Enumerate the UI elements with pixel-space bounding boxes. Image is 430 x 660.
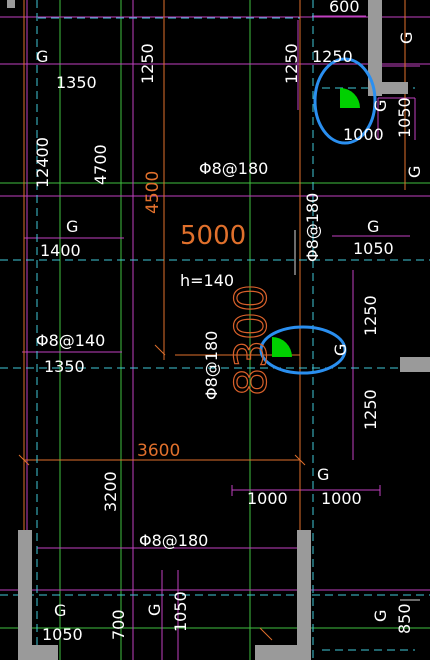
label-g: G (371, 610, 390, 622)
label-g: G (145, 604, 164, 616)
label-8300: 8300 (226, 284, 277, 396)
label-1350: 1350 (44, 357, 85, 376)
white-dimension-lines (294, 230, 420, 601)
label-1250: 1250 (361, 295, 380, 336)
label-g: G (331, 344, 350, 356)
label-g: G (397, 32, 416, 44)
label-4500: 4500 (143, 171, 163, 214)
label-3600: 3600 (137, 441, 180, 461)
label-g: G (317, 465, 329, 484)
label-1350: 1350 (56, 73, 97, 92)
label-850: 850 (395, 603, 414, 634)
label-rebar: Φ8@140 (36, 331, 105, 350)
label-1250: 1250 (312, 47, 353, 66)
label-1000: 1000 (247, 489, 288, 508)
label-g: G (367, 217, 379, 236)
quarter-circle-marker-icon (272, 337, 292, 357)
label-h: h=140 (180, 271, 234, 290)
label-rebar: Φ8@180 (139, 531, 208, 550)
label-1250: 1250 (361, 389, 380, 430)
label-700: 700 (109, 609, 128, 640)
label-1050: 1050 (171, 591, 190, 632)
label-600: 600 (329, 0, 360, 16)
label-5000: 5000 (180, 221, 246, 251)
label-1400: 1400 (40, 241, 81, 260)
label-g: G (371, 100, 390, 112)
label-1050: 1050 (395, 97, 414, 138)
label-1000: 1000 (343, 125, 384, 144)
label-rebar: Φ8@180 (202, 331, 221, 400)
label-g: G (54, 601, 66, 620)
label-rebar: Φ8@180 (199, 159, 268, 178)
highlight-ellipse-mid (259, 325, 347, 375)
label-1050: 1050 (42, 625, 83, 644)
label-1000: 1000 (321, 489, 362, 508)
quarter-circle-marker-icon (340, 88, 360, 108)
wall-blocks (7, 0, 430, 660)
label-g: G (66, 217, 78, 236)
label-rebar: Φ8@180 (303, 193, 322, 262)
label-1050: 1050 (353, 239, 394, 258)
label-1250: 1250 (138, 43, 157, 84)
label-g: G (36, 47, 48, 66)
label-12400: 12400 (33, 137, 52, 188)
label-3200: 3200 (101, 471, 120, 512)
label-g: G (405, 166, 424, 178)
highlight-ellipse-top (313, 57, 377, 145)
label-1250: 1250 (282, 43, 301, 84)
label-4700: 4700 (91, 144, 110, 185)
